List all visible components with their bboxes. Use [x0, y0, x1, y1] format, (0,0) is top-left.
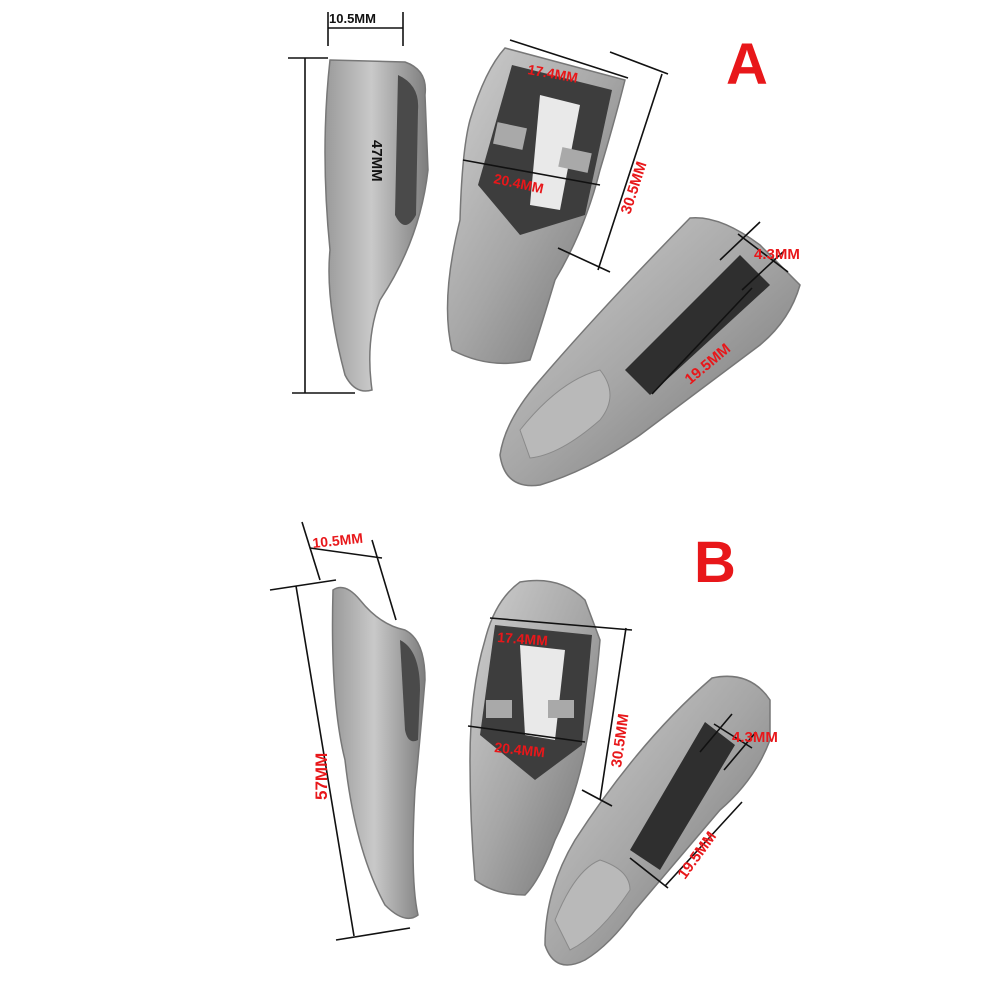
dim-b-width-top: 10.5MM	[312, 530, 364, 551]
clip-b-angled	[544, 675, 771, 966]
dim-a-slot-width: 4.3MM	[754, 246, 800, 263]
panel-a: 10.5MM 47MM 17.4MM 20.4MM 30.5MM 4.3MM 1…	[288, 11, 801, 487]
panel-a-letter: A	[726, 32, 768, 97]
clip-b-front	[469, 579, 601, 896]
panel-b-letter: B	[694, 530, 736, 595]
clip-a-front	[446, 47, 626, 365]
dim-a-width-top: 10.5MM	[329, 11, 376, 26]
dimension-lines-b	[269, 521, 757, 941]
clip-b-side	[331, 586, 426, 920]
dim-b-length: 57MM	[312, 753, 331, 800]
dim-b-slot-width: 4.3MM	[732, 729, 778, 746]
panel-b: 10.5MM 57MM 17.4MM 20.4MM 30.5MM 4.3MM 1…	[269, 521, 778, 966]
dim-a-height: 30.5MM	[618, 159, 651, 216]
clip-a-angled	[499, 216, 801, 487]
dimension-lines-a	[288, 12, 789, 395]
clip-a-side	[324, 59, 429, 392]
dim-b-mid-width: 20.4MM	[494, 739, 546, 760]
dim-b-top-width: 17.4MM	[497, 629, 549, 648]
dim-a-length: 47MM	[368, 140, 385, 182]
